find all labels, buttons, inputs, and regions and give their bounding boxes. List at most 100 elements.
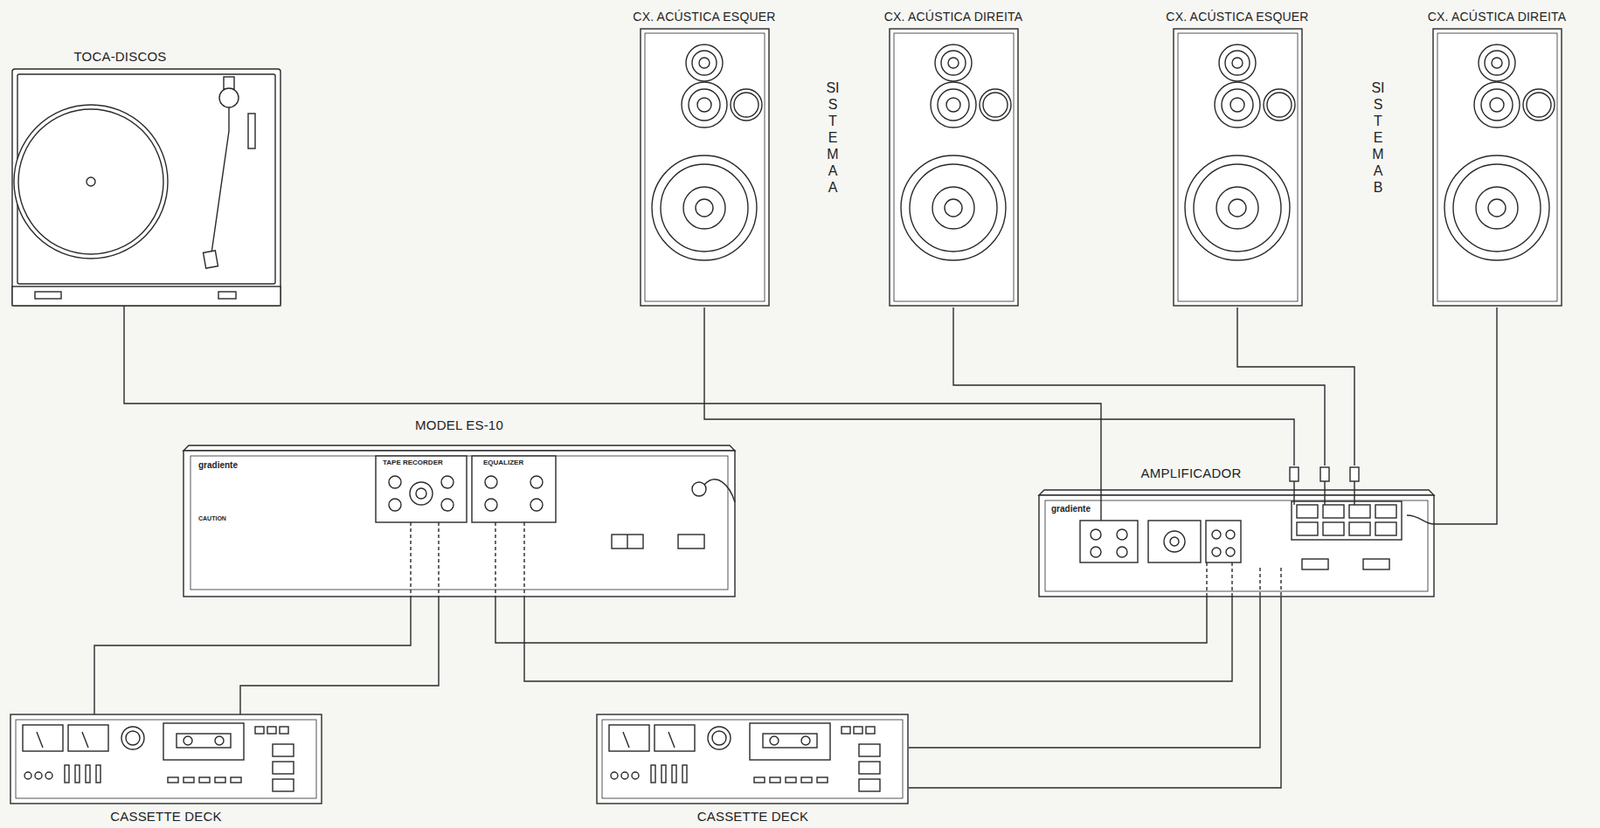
amplifier-drawing	[1045, 500, 1428, 592]
device-box: AMPLIFICADOR	[1038, 465, 1434, 597]
amplifier-drawing	[1349, 505, 1371, 519]
speakers-drawing	[640, 28, 769, 306]
audio-cable	[908, 596, 1282, 789]
cassette-deck-drawing	[85, 765, 91, 783]
cassette-deck-drawing	[10, 714, 322, 804]
equalizer-drawing	[183, 445, 735, 451]
device-label: MODEL ES-10	[183, 417, 735, 434]
device-box: CX. ACÚSTICA ESQUER	[1156, 8, 1319, 308]
device-box: CASSETTE DECK	[596, 714, 909, 825]
amplifier-drawing	[1163, 531, 1185, 553]
turntable-drawing	[248, 113, 256, 149]
device-box: CX. ACÚSTICA DIREITA	[1415, 8, 1579, 308]
cassette-deck-drawing	[121, 727, 145, 750]
turntable-drawing	[18, 109, 164, 255]
cassette-deck-drawing	[272, 761, 294, 775]
audio-cable	[1433, 307, 1497, 525]
cassette-deck-drawing	[10, 714, 322, 804]
amplifier-drawing	[1116, 529, 1128, 541]
equalizer-drawing	[183, 445, 735, 597]
cassette-deck-drawing	[68, 725, 109, 752]
turntable-drawing	[211, 107, 229, 254]
device-box: CX. ACÚSTICA DIREITA	[872, 8, 1035, 308]
turntable-drawing	[12, 69, 281, 306]
amplifier-drawing	[1038, 490, 1434, 496]
cassette-deck-drawing	[10, 714, 908, 804]
cassette-deck-drawing	[82, 732, 89, 749]
cassette-deck-drawing	[163, 723, 244, 761]
equalizer-drawing	[471, 456, 556, 523]
equalizer-drawing	[692, 482, 707, 497]
equalizer-drawing	[388, 498, 402, 512]
cassette-deck-drawing	[272, 744, 294, 757]
turntable-drawing	[34, 291, 62, 299]
cassette-deck-drawing	[45, 772, 53, 780]
device-label: CX. ACÚSTICA DIREITA	[872, 8, 1035, 25]
device-box: TOCA-DISCOS	[12, 48, 281, 306]
cassette-deck-drawing	[15, 720, 317, 799]
cassette-deck-drawing	[34, 772, 42, 780]
cassette-deck-drawing	[64, 765, 70, 783]
panel-label: TAPE RECORDER	[381, 458, 444, 467]
device-box: CX. ACÚSTICA ESQUER	[623, 8, 786, 308]
turntable-drawing	[17, 74, 276, 284]
cassette-deck-drawing	[183, 777, 194, 783]
turntable-drawing	[219, 88, 239, 108]
cassette-deck-drawing	[96, 765, 101, 783]
speakers-drawing	[1433, 28, 1562, 306]
equalizer-drawing	[704, 479, 735, 503]
cassette-deck-drawing	[279, 727, 289, 735]
cassette-deck-drawing	[75, 765, 80, 783]
equalizer-drawing	[409, 482, 433, 506]
device-label: CASSETTE DECK	[596, 809, 909, 825]
equalizer-drawing	[530, 498, 543, 512]
cassette-deck-drawing	[230, 777, 242, 783]
system-label: SISTEMA A	[825, 79, 840, 196]
amplifier-drawing	[1320, 467, 1330, 482]
brand-logo: gradiente	[1050, 504, 1092, 514]
device-label: AMPLIFICADOR	[1038, 465, 1434, 482]
turntable-drawing	[12, 69, 281, 306]
panel-label: EQUALIZER	[482, 458, 525, 467]
turntable-drawing	[223, 76, 235, 90]
device-label: CX. ACÚSTICA ESQUER	[623, 8, 786, 25]
equalizer-drawing	[611, 534, 644, 549]
audio-cable	[94, 596, 439, 715]
cassette-deck-drawing	[125, 731, 140, 746]
audio-cable	[953, 307, 1325, 466]
cassette-deck-drawing	[176, 734, 231, 749]
cassette-deck-drawing	[24, 772, 32, 780]
audio-cable	[1237, 307, 1355, 466]
amplifier-drawing	[1296, 522, 1318, 536]
amplifier-drawing	[1302, 559, 1329, 570]
device-label: TOCA-DISCOS	[12, 48, 281, 65]
amplifier-drawing	[1225, 530, 1235, 540]
amplifier-drawing	[1406, 515, 1434, 525]
cassette-deck-drawing	[36, 732, 43, 749]
amplifier-drawing	[1116, 547, 1128, 558]
audio-cable	[495, 596, 1233, 682]
brand-logo: gradiente	[197, 460, 239, 471]
amplifier-drawing	[1090, 547, 1102, 558]
device-label: CX. ACÚSTICA DIREITA	[1415, 8, 1579, 25]
amplifier-drawing	[1296, 505, 1318, 519]
amplifier-drawing	[1206, 562, 1282, 597]
equalizer-drawing	[375, 456, 467, 523]
turntable-drawing	[218, 291, 236, 299]
turntable-drawing	[203, 250, 219, 269]
system-label: SISTEMA B	[1371, 79, 1386, 196]
amplifier-drawing	[1350, 467, 1359, 482]
device-box: MODEL ES-10	[183, 417, 735, 597]
cassette-deck-drawing	[22, 725, 63, 752]
amplifier-drawing	[1375, 522, 1397, 536]
amplifier-drawing	[1225, 547, 1235, 557]
amplifier-drawing	[1148, 520, 1201, 563]
amplifier-drawing	[1363, 559, 1390, 570]
cassette-deck-drawing	[255, 727, 264, 735]
speakers-drawing	[889, 28, 1019, 306]
speakers-drawing	[1173, 28, 1303, 306]
amplifier-drawing	[1289, 467, 1299, 482]
equalizer-drawing	[530, 476, 543, 489]
